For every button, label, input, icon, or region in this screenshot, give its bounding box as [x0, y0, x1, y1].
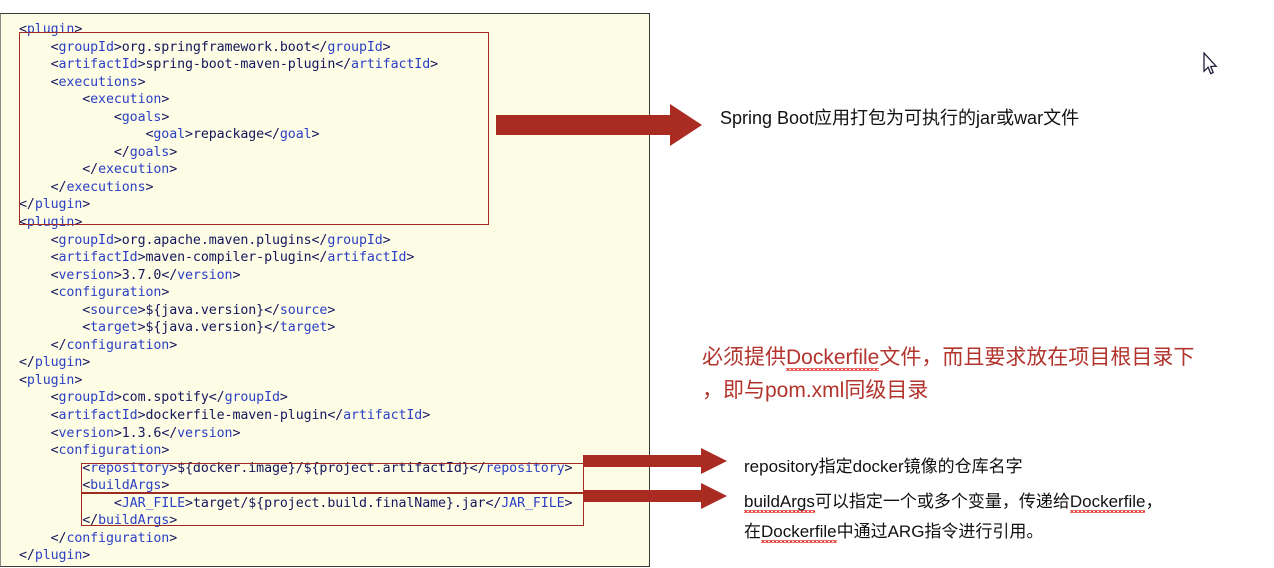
arrow-head: [670, 104, 702, 146]
arrow-head: [701, 448, 727, 474]
arrow-shaft: [583, 455, 701, 467]
note-spring-boot-repackage: Spring Boot应用打包为可执行的jar或war文件: [720, 108, 1080, 128]
arrow-shaft: [496, 115, 672, 135]
note-text-buildargs: buildArgs: [744, 492, 815, 511]
code-panel[interactable]: <plugin> <groupId>org.springframework.bo…: [0, 13, 650, 567]
note-repository-meaning: repository指定docker镜像的仓库名字: [744, 457, 1023, 476]
note-text-part: 在: [744, 522, 761, 541]
note-text-dockerfile: Dockerfile: [786, 346, 880, 369]
note-buildargs-meaning: buildArgs可以指定一个或多个变量，传递给Dockerfile， 在Doc…: [744, 487, 1249, 547]
arrow-to-spring-boot-note: [496, 104, 702, 146]
note-dockerfile-requirement: 必须提供Dockerfile文件，而且要求放在项目根目录下 ，即与pom.xml…: [702, 341, 1247, 407]
note-text-part: 必须提供: [702, 346, 786, 369]
arrow-to-repository-note: [583, 448, 727, 474]
note-text-dockerfile: Dockerfile: [761, 522, 837, 541]
mouse-pointer-arrow-icon: [1203, 52, 1218, 75]
note-text-part: 文件，而且要求放在项目根目录下: [879, 346, 1195, 369]
arrow-shaft: [583, 490, 701, 502]
note-text-part: 中通过ARG指令进行引用。: [836, 522, 1044, 541]
note-text-dockerfile: Dockerfile: [1069, 492, 1146, 511]
note-text-part: ，即与pom.xml同级目录: [702, 379, 929, 402]
arrow-to-buildargs-note: [583, 483, 727, 509]
xml-code-listing: <plugin> <groupId>org.springframework.bo…: [19, 22, 573, 564]
arrow-head: [701, 483, 727, 509]
note-text-part: 可以指定一个或多个变量，传递给: [814, 492, 1070, 511]
note-text-part: ，: [1145, 492, 1163, 511]
